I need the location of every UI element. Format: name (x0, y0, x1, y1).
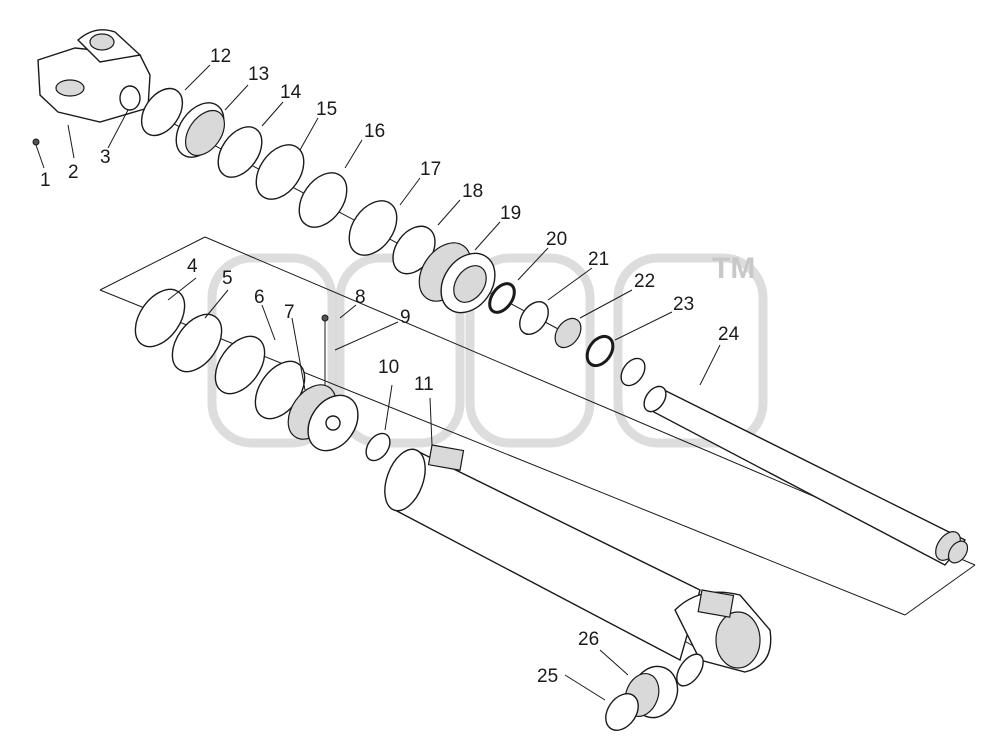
leader-lines (35, 64, 721, 701)
callout-labels: 1 2 3 4 5 6 7 8 9 10 11 12 13 14 15 16 1… (40, 46, 740, 687)
upper-rings (140, 87, 436, 275)
callout-21: 21 (588, 249, 609, 270)
callout-12: 12 (210, 46, 231, 67)
callout-23: 23 (673, 294, 694, 315)
watermark-tm: TM (712, 252, 755, 285)
callout-8: 8 (355, 287, 366, 308)
callout-24: 24 (718, 324, 740, 345)
callout-14: 14 (280, 82, 302, 103)
callout-7: 7 (284, 302, 295, 323)
clevis-bracket (32, 29, 151, 146)
callout-20: 20 (546, 229, 567, 250)
piston-rod (643, 385, 969, 566)
callout-5: 5 (222, 268, 233, 289)
o-ring (365, 432, 391, 462)
callout-9: 9 (400, 307, 411, 328)
piston-rings (134, 288, 306, 420)
callout-22: 22 (634, 271, 655, 292)
callout-6: 6 (254, 287, 265, 308)
callout-19: 19 (500, 203, 521, 224)
callout-18: 18 (462, 181, 483, 202)
callout-4: 4 (187, 256, 198, 277)
callout-3: 3 (100, 147, 111, 168)
piston (287, 314, 359, 452)
cylinder-barrel (384, 444, 772, 673)
bearing-and-clips (605, 653, 704, 731)
callout-10: 10 (378, 357, 399, 378)
callout-11: 11 (414, 374, 434, 395)
callout-26: 26 (578, 629, 599, 650)
callout-16: 16 (364, 121, 385, 142)
callout-15: 15 (316, 99, 337, 120)
rod-seals (488, 282, 646, 387)
cylinder-head (418, 242, 496, 314)
callout-13: 13 (248, 64, 269, 85)
callout-1: 1 (40, 170, 51, 191)
callout-25: 25 (537, 666, 558, 687)
callout-17: 17 (420, 159, 441, 180)
callout-2: 2 (68, 162, 79, 183)
